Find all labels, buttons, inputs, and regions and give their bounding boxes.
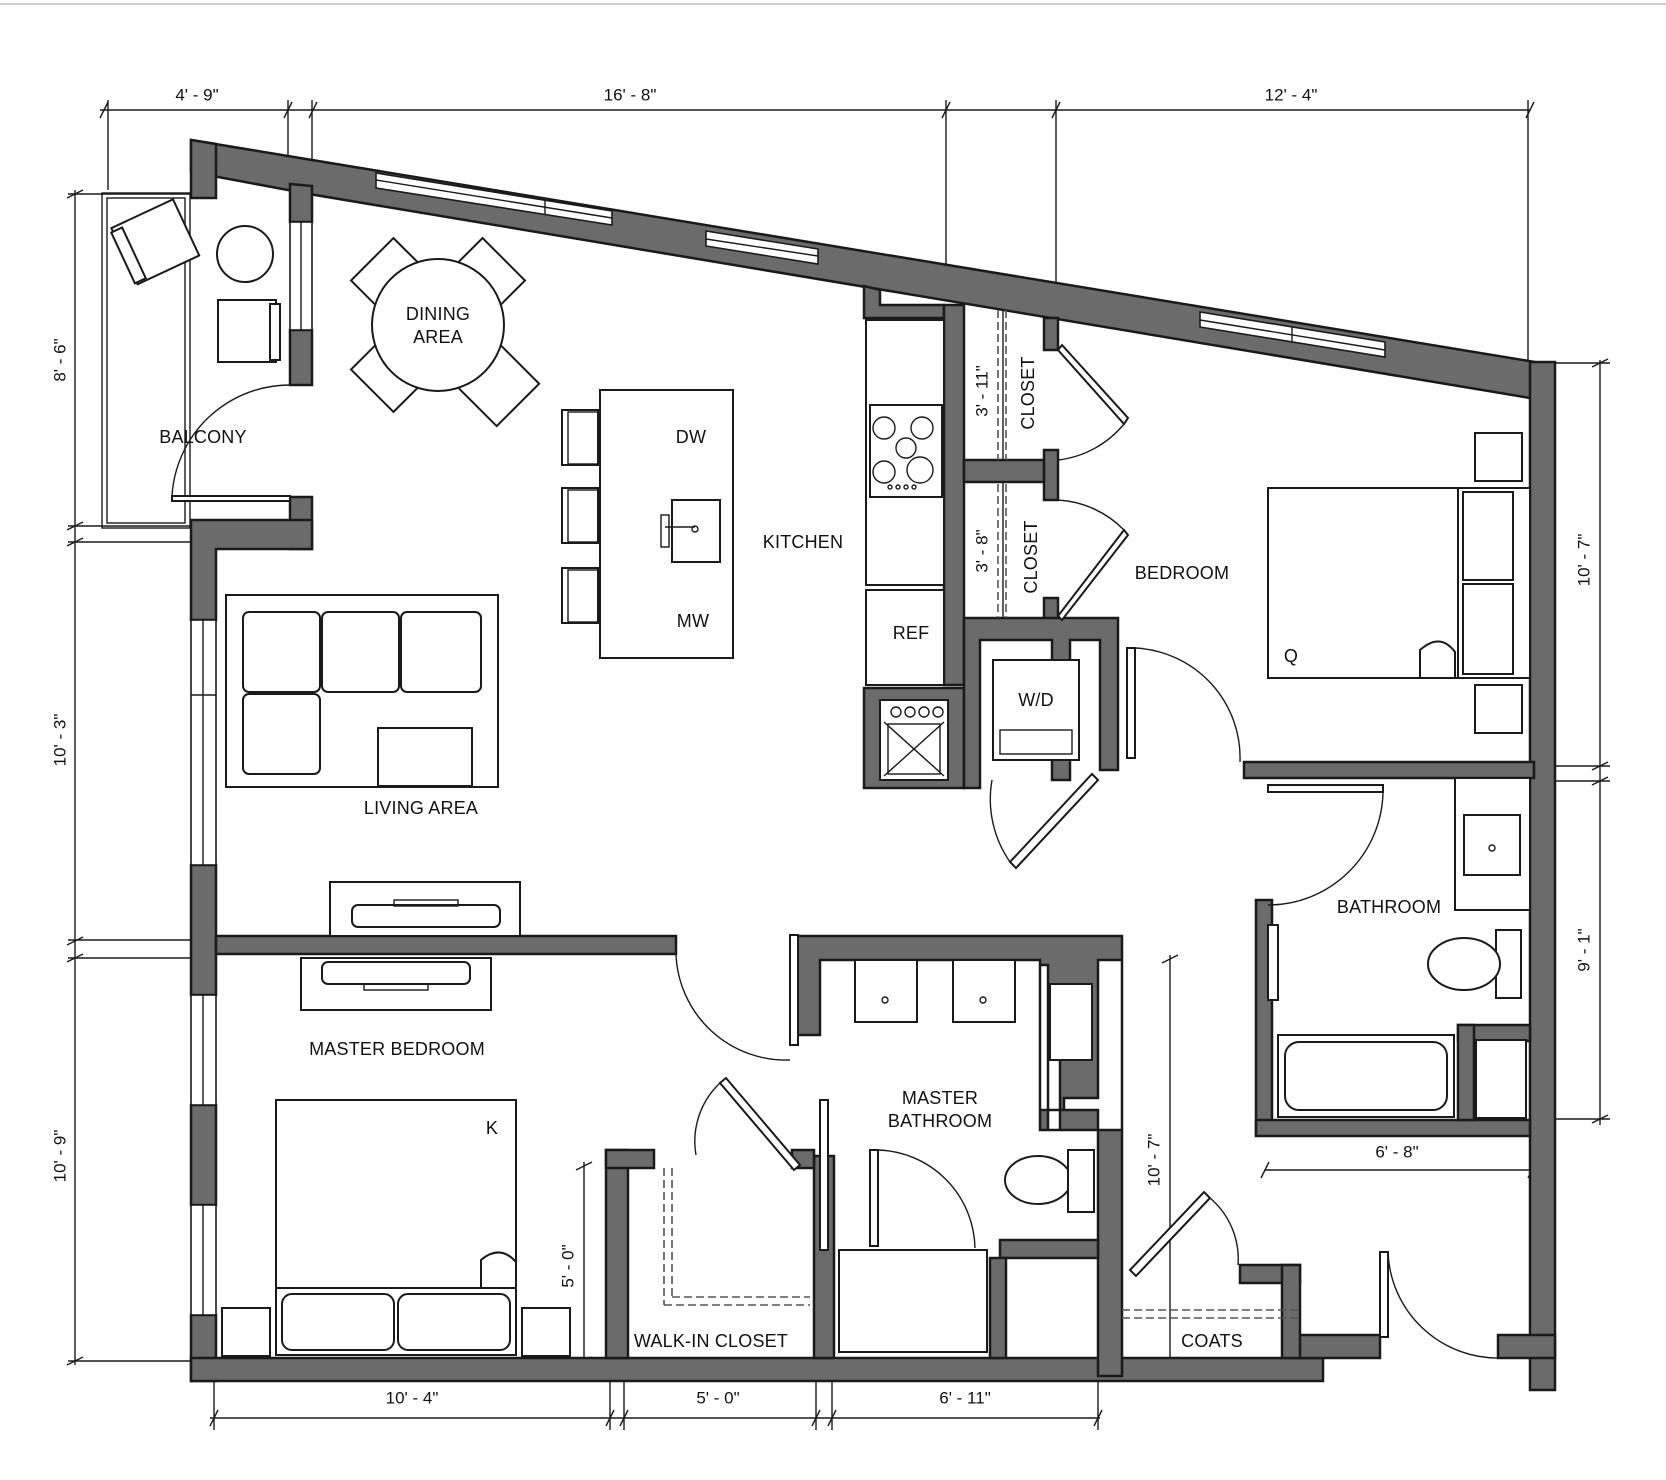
- coats: [1122, 1190, 1501, 1360]
- kitchen-label: KITCHEN: [762, 532, 844, 552]
- balcony-label: BALCONY: [159, 427, 247, 447]
- dim-left-1: 8' - 6": [50, 338, 70, 382]
- washer-dryer-label: W/D: [1018, 690, 1054, 710]
- bathroom: [1254, 777, 1532, 1138]
- dim-closet-1-height: 3' - 11": [972, 365, 992, 417]
- kitchen-counter: [862, 284, 966, 790]
- dimension-lines: [66, 100, 1610, 1430]
- dim-walkin-height: 5' - 0": [558, 1244, 578, 1288]
- dim-top-2: 16' - 8": [603, 85, 657, 105]
- dining-set: [349, 236, 541, 428]
- master-bathroom: [214, 934, 1124, 1378]
- kitchen-island: [561, 389, 734, 659]
- dim-bottom-3: 6' - 11": [939, 1388, 991, 1408]
- master-bedroom-furniture: [221, 957, 571, 1357]
- dim-right-1: 10' - 7": [1574, 533, 1594, 587]
- dim-top-3: 12' - 4": [1264, 85, 1318, 105]
- closet-label-2: CLOSET: [1021, 520, 1041, 594]
- dim-bathroom-width: 6' - 8": [1375, 1142, 1419, 1162]
- balcony: [101, 192, 291, 529]
- king-bed-label: K: [485, 1118, 499, 1138]
- bathroom-label: BATHROOM: [1336, 897, 1442, 917]
- closets-walls: [962, 310, 1130, 870]
- dishwasher-label: DW: [675, 427, 707, 447]
- walk-in-closet-label: WALK-IN CLOSET: [633, 1331, 789, 1351]
- master-bedroom-label: MASTER BEDROOM: [309, 1039, 485, 1059]
- coats-label: COATS: [1181, 1331, 1243, 1351]
- dim-bottom-2: 5' - 0": [696, 1388, 740, 1408]
- queen-bed-label: Q: [1283, 646, 1299, 666]
- living-area-label: LIVING AREA: [363, 798, 479, 818]
- windows: [190, 172, 1386, 1316]
- refrigerator-label: REF: [892, 623, 930, 643]
- dim-bottom-1: 10' - 4": [385, 1388, 439, 1408]
- master-bathroom-label: MASTER BATHROOM: [887, 1088, 993, 1131]
- living-furniture: [225, 594, 521, 937]
- bedroom-label: BEDROOM: [1134, 563, 1230, 583]
- dim-top-1: 4' - 9": [175, 85, 219, 105]
- dim-right-2: 9' - 1": [1574, 928, 1594, 972]
- dim-closet-2-height: 3' - 8": [972, 529, 992, 573]
- microwave-label: MW: [676, 611, 710, 631]
- dim-left-2: 10' - 3": [50, 713, 70, 767]
- dim-master-bath-height: 10' - 7": [1144, 1133, 1164, 1187]
- bedroom: [1126, 432, 1536, 780]
- closet-label-1: CLOSET: [1018, 356, 1038, 430]
- dim-left-3: 10' - 9": [50, 1129, 70, 1183]
- dining-area-label: DINING AREA: [405, 304, 471, 347]
